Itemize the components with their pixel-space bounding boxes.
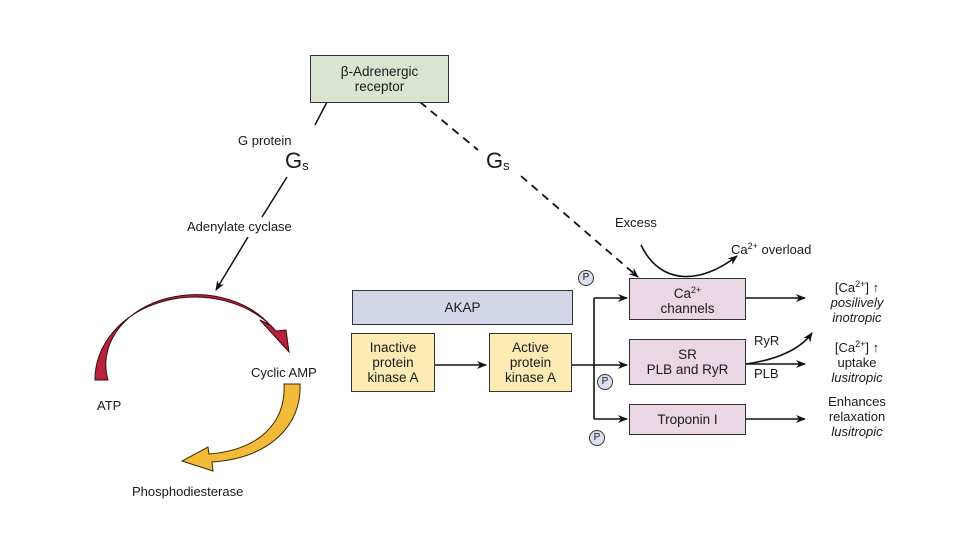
phospho-badge-sr: P (597, 374, 613, 390)
receptor-to-gprotein-line (314, 101, 328, 126)
outcome-inotropic: [Ca2+] ↑ posilively inotropic (812, 277, 902, 325)
o2-pre: [Ca (834, 340, 856, 355)
ca-channels-box: Ca2+ channels (629, 278, 746, 320)
o1-sup: 2+ (855, 279, 866, 289)
ca-base: Ca (673, 285, 691, 301)
ca-channels-line2: channels (660, 300, 715, 316)
outcome-uptake: [Ca2+] ↑ uptake lusitropic (812, 337, 902, 385)
outcome-relaxation: Enhances relaxation lusitropic (810, 394, 904, 439)
active-pka-line3: kinase A (504, 370, 557, 385)
gs-left-sub: s (302, 158, 309, 173)
gs-right-sub: s (503, 158, 510, 173)
outcome3-line1: Enhances (828, 394, 886, 409)
sr-line2: PLB and RyR (646, 362, 729, 377)
beta-adrenergic-receptor-box: β-Adrenergic receptor (310, 55, 449, 103)
troponin-box: Troponin I (629, 404, 746, 435)
excess-label: Excess (615, 215, 657, 230)
overload-rest: overload (757, 242, 812, 257)
troponin-label: Troponin I (657, 412, 718, 427)
cyclic-amp-label: Cyclic AMP (251, 365, 317, 380)
gs-right-main: G (486, 148, 504, 173)
overload-sup: 2+ (747, 241, 758, 251)
gs-right-label: Gs (486, 150, 510, 177)
excess-overload-arrow (640, 244, 738, 278)
ryr-branch-label: RyR (754, 333, 780, 348)
outcome1-line3: inotropic (832, 310, 882, 325)
gs-left-label: Gs (285, 150, 309, 177)
outcome2-line3: lusitropic (831, 370, 883, 385)
outcome3-line3: lusitropic (831, 424, 883, 439)
inactive-pka-line2: protein (372, 355, 414, 370)
g-protein-label: G protein (238, 133, 292, 148)
outcome1-line1: [Ca2+] ↑ (812, 277, 902, 295)
o2-sup: 2+ (855, 339, 866, 349)
ryr-output-arrow (745, 332, 813, 365)
inactive-pka-line3: kinase A (367, 370, 419, 385)
sr-box: SR PLB and RyR (629, 339, 746, 385)
receptor-label: β-Adrenergic receptor (340, 64, 419, 94)
inactive-pka-box: Inactive protein kinase A (351, 333, 435, 392)
o1-post: ] ↑ (865, 280, 880, 295)
dashed-gs-line-upper (419, 101, 479, 151)
adenylate-cyclase-label: Adenylate cyclase (187, 219, 292, 234)
atp-label: ATP (97, 398, 122, 413)
ca-overload-label: Ca2+ overload (731, 239, 811, 257)
outcome1-line2: posilively (830, 295, 884, 310)
active-pka-line1: Active (512, 340, 549, 355)
active-pka-line2: protein (509, 355, 552, 370)
akap-label: AKAP (444, 300, 481, 315)
overload-base: Ca (731, 242, 748, 257)
gs-to-cyclase-line (261, 176, 288, 218)
ca-sup: 2+ (691, 284, 702, 295)
phosphodiesterase-label: Phosphodiesterase (132, 484, 244, 499)
atp-to-camp-arrow (94, 294, 290, 381)
phospho-badge-ca-channels: P (578, 270, 594, 286)
cyclase-to-atp-arrow (215, 236, 249, 291)
sr-line1: SR (678, 347, 697, 362)
phospho-badge-troponin: P (589, 430, 605, 446)
outcome3-line2: relaxation (828, 409, 886, 424)
plb-branch-label: PLB (754, 366, 779, 381)
o2-post: ] ↑ (865, 340, 880, 355)
ca-channels-line1: Ca2+ (674, 283, 702, 301)
active-pka-box: Active protein kinase A (489, 333, 572, 392)
akap-bar: AKAP (352, 290, 573, 325)
o1-pre: [Ca (834, 280, 856, 295)
gs-left-main: G (285, 148, 303, 173)
inactive-pka-line1: Inactive (369, 340, 417, 355)
dashed-gs-line-lower (520, 175, 639, 278)
camp-to-pde-arrow (180, 383, 301, 472)
outcome2-line1: [Ca2+] ↑ (812, 337, 902, 355)
outcome2-line2: uptake (837, 355, 877, 370)
